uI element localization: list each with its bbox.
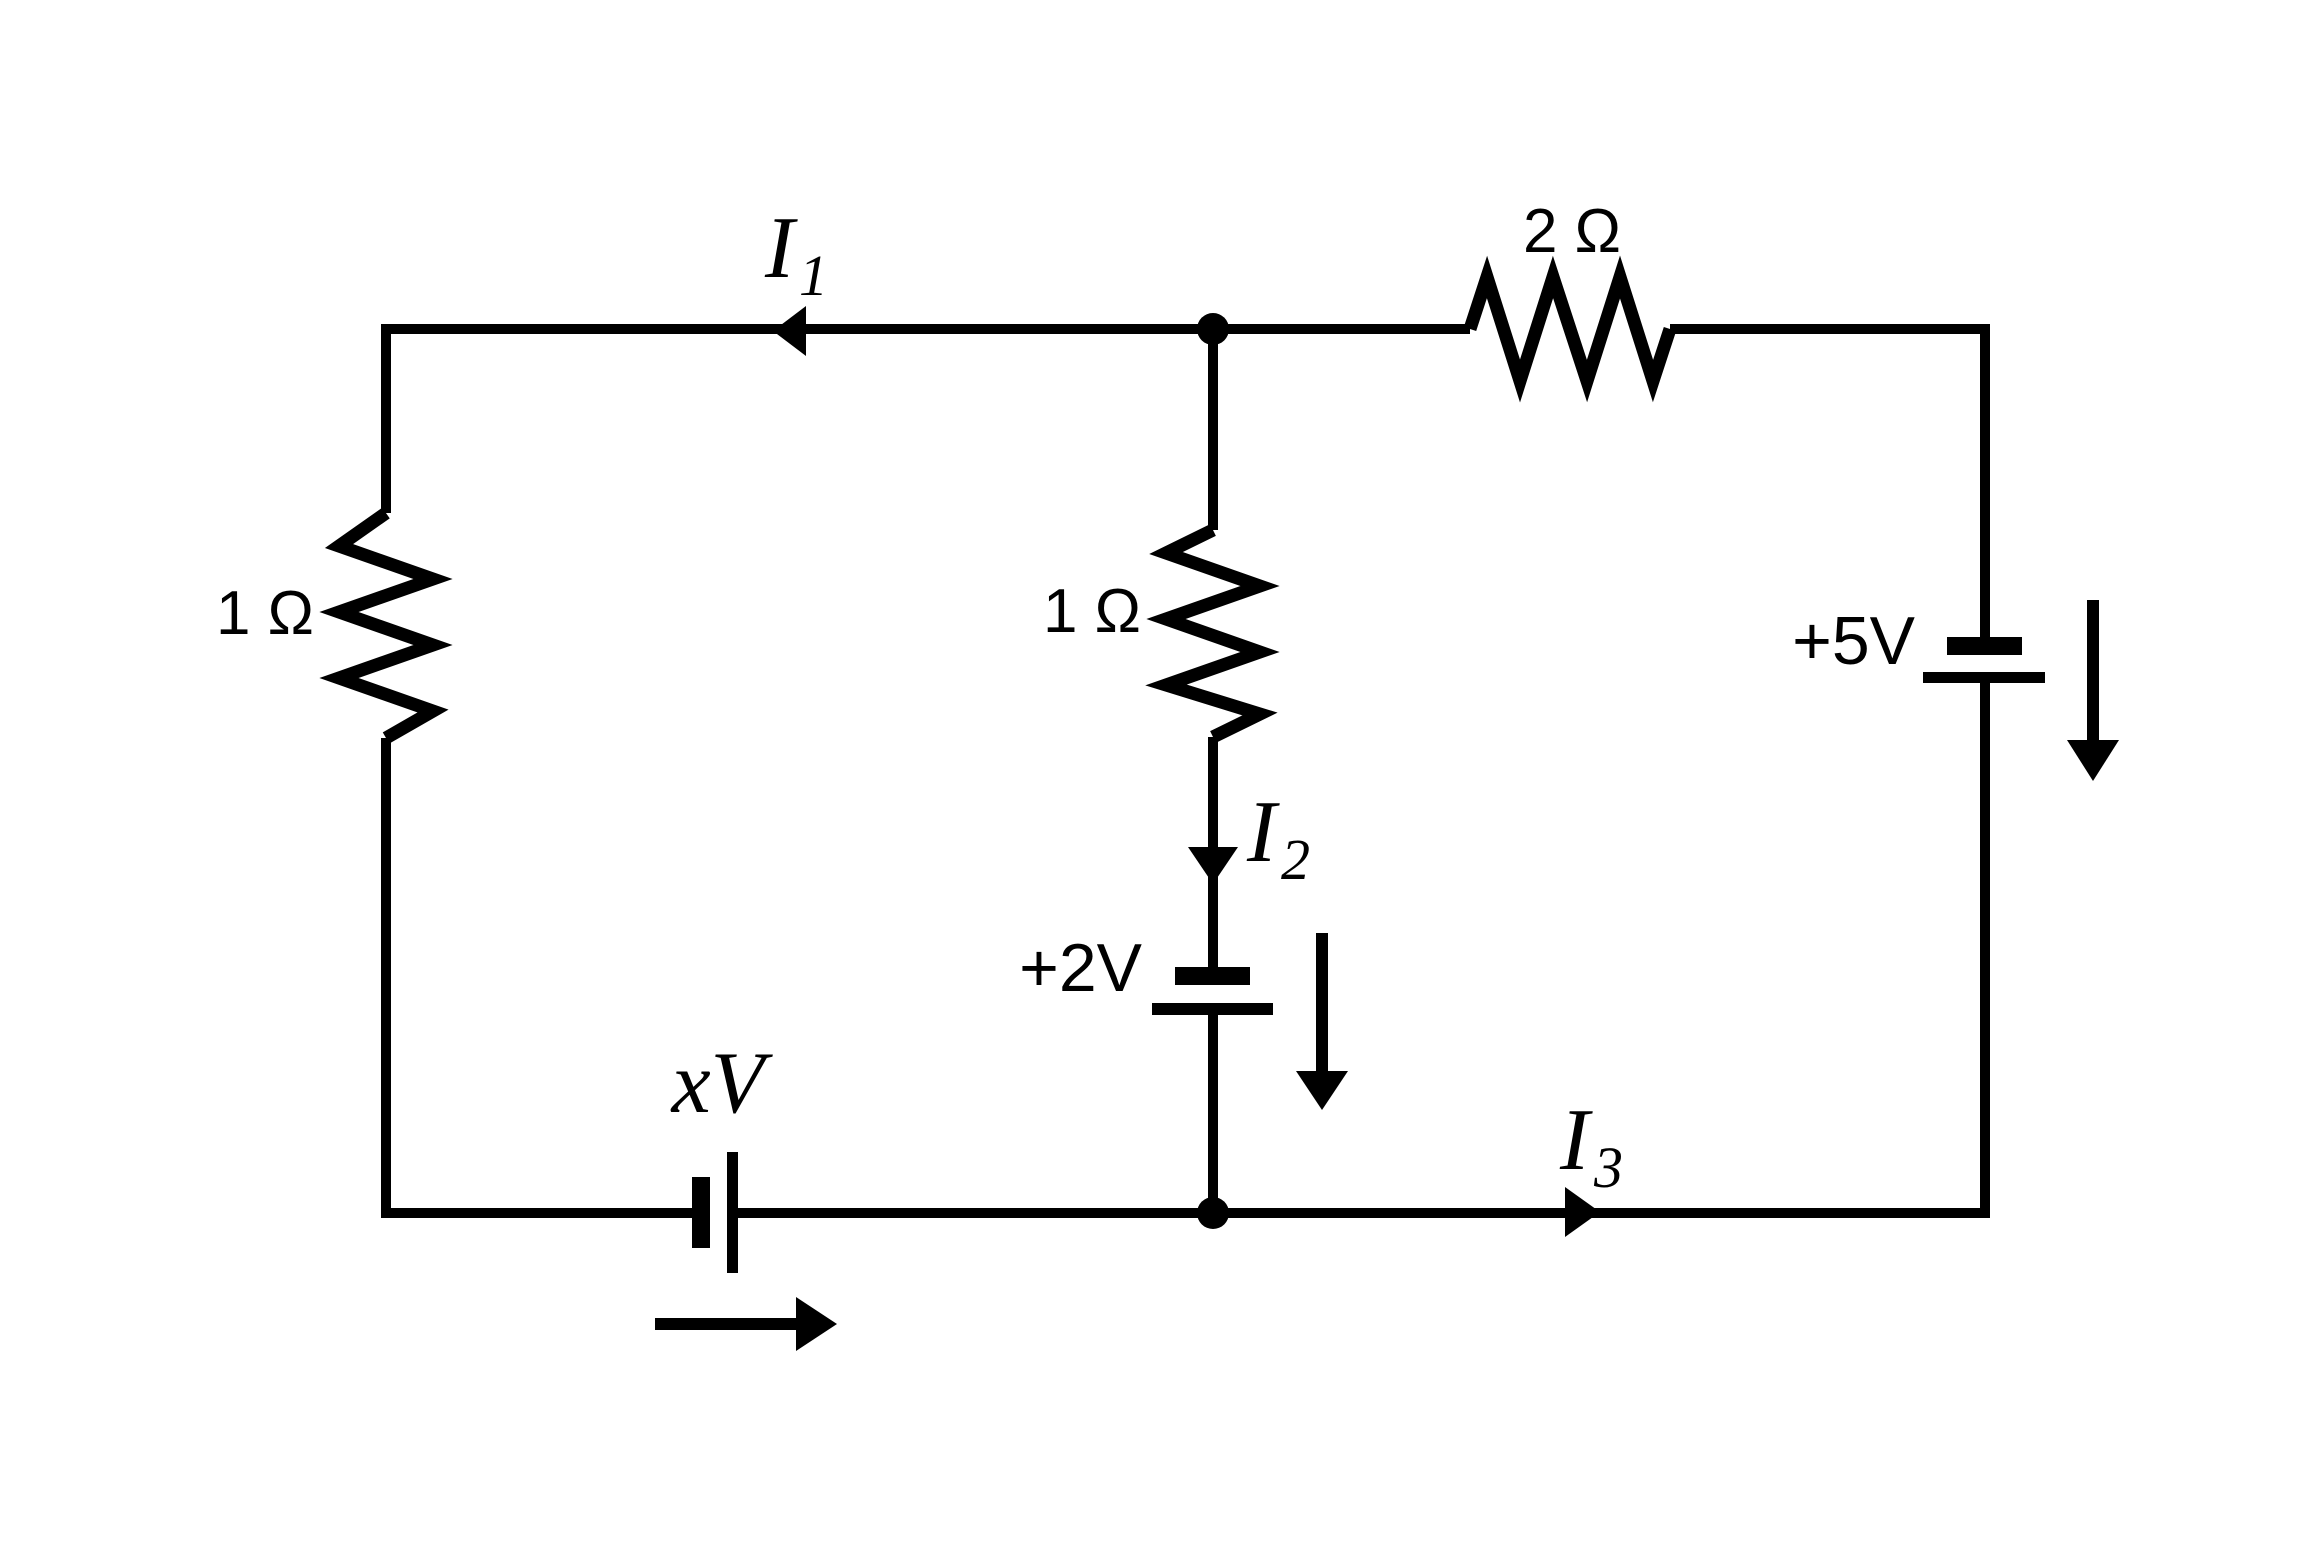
battery-middle-short-plate (1175, 967, 1250, 985)
label-resistor-left: 1 Ω (216, 579, 314, 648)
battery-right-short-plate (1947, 637, 2022, 655)
current-i2-arrowhead (1188, 847, 1238, 884)
label-current-i3-base: I (1559, 1092, 1593, 1189)
wire-top-right (1670, 324, 1990, 650)
label-current-i2: I 2 (1246, 784, 1310, 892)
battery-middle-direction-arrow (1296, 933, 1348, 1110)
battery-bottom-direction-arrow (655, 1297, 837, 1351)
battery-right-long-plate (1923, 672, 2045, 683)
label-current-i2-sub: 2 (1281, 827, 1310, 892)
battery-bottom-long-plate (727, 1152, 738, 1273)
circuit-wires (381, 324, 1990, 1218)
wire-bottom-right (738, 680, 1990, 1218)
label-resistor-top: 2 Ω (1523, 197, 1621, 266)
battery-middle-arrow-head (1296, 1071, 1348, 1110)
current-i1-arrowhead (773, 306, 806, 356)
resistor-middle-zigzag (1145, 524, 1280, 743)
battery-middle-long-plate (1152, 1003, 1273, 1015)
battery-bottom-short-plate (692, 1177, 710, 1248)
battery-bottom (692, 1152, 738, 1273)
resistor-left-zigzag (319, 507, 453, 744)
label-current-i1: I 1 (764, 200, 828, 308)
battery-right-arrow-head (2067, 740, 2119, 781)
junction-dot-bottom (1197, 1197, 1229, 1229)
label-resistor-middle: 1 Ω (1043, 577, 1141, 646)
battery-right-direction-arrow (2067, 600, 2119, 781)
label-current-i1-sub: 1 (799, 243, 828, 308)
label-battery-bottom: xV (670, 1035, 774, 1132)
resistor-top-zigzag (1463, 255, 1677, 403)
label-current-i1-base: I (764, 200, 798, 297)
wire-bottom-left (381, 738, 692, 1218)
label-battery-right: +5V (1792, 603, 1916, 679)
junction-dot-top (1197, 313, 1229, 345)
label-current-i3: I 3 (1559, 1092, 1623, 1200)
battery-middle (1152, 967, 1273, 1015)
battery-bottom-arrow-head (796, 1297, 837, 1351)
current-i3-arrowhead (1565, 1187, 1600, 1237)
label-current-i3-sub: 3 (1593, 1135, 1623, 1200)
wire-top-left (381, 324, 1470, 513)
label-battery-middle: +2V (1019, 930, 1143, 1006)
battery-right (1923, 637, 2045, 683)
label-current-i2-base: I (1246, 784, 1280, 881)
